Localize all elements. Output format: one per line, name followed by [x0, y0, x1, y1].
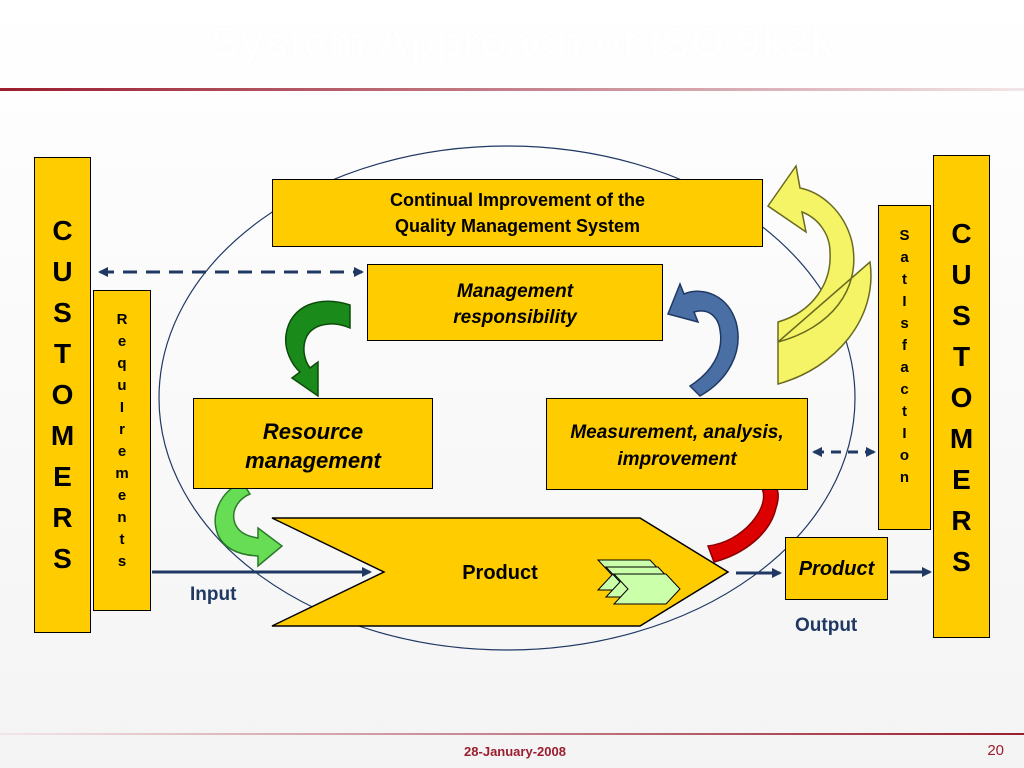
requirements-box — [93, 290, 151, 611]
product-output-box: Product — [785, 537, 888, 600]
continual-line-2: Quality Management System — [394, 216, 641, 236]
management-line-1: Management — [456, 281, 574, 302]
light-green-curved-arrow — [214, 481, 284, 568]
resource-management-box: Resource management — [193, 398, 433, 489]
green-curved-arrow — [284, 300, 351, 398]
continual-line-1: Continual Improvement of the — [389, 190, 645, 210]
measurement-analysis-box: Measurement, analysis, improvement — [546, 398, 808, 490]
output-label: Output — [795, 615, 858, 636]
qms-ellipse — [158, 145, 856, 651]
product-output-label: Product — [798, 558, 875, 580]
page-number: 20 — [987, 742, 1004, 759]
footer-date: 28-January-2008 — [464, 744, 566, 759]
management-line-2: responsibility — [453, 307, 577, 328]
blue-curved-arrow — [666, 281, 739, 397]
measurement-line-2: improvement — [617, 449, 737, 470]
product-process-label: Product — [462, 562, 538, 584]
yellow-curved-arrow — [766, 164, 872, 385]
product-process-shape — [271, 517, 730, 627]
measurement-line-1: Measurement, analysis, — [570, 422, 784, 443]
footer-rule — [0, 733, 1024, 735]
satisfaction-box — [878, 205, 931, 530]
continual-improvement-box: Continual Improvement of the Quality Man… — [272, 179, 763, 247]
product-flow-icon — [596, 559, 681, 605]
slide-title: System Approach of ISO 9k2k — [210, 18, 835, 67]
right-customers-box — [933, 155, 990, 638]
input-label: Input — [190, 584, 237, 605]
resource-line-1: Resource — [262, 419, 364, 444]
header-rule — [0, 88, 1024, 91]
left-customers-box — [34, 157, 91, 633]
resource-line-2: management — [245, 448, 381, 473]
management-responsibility-box: Management responsibility — [367, 264, 663, 341]
